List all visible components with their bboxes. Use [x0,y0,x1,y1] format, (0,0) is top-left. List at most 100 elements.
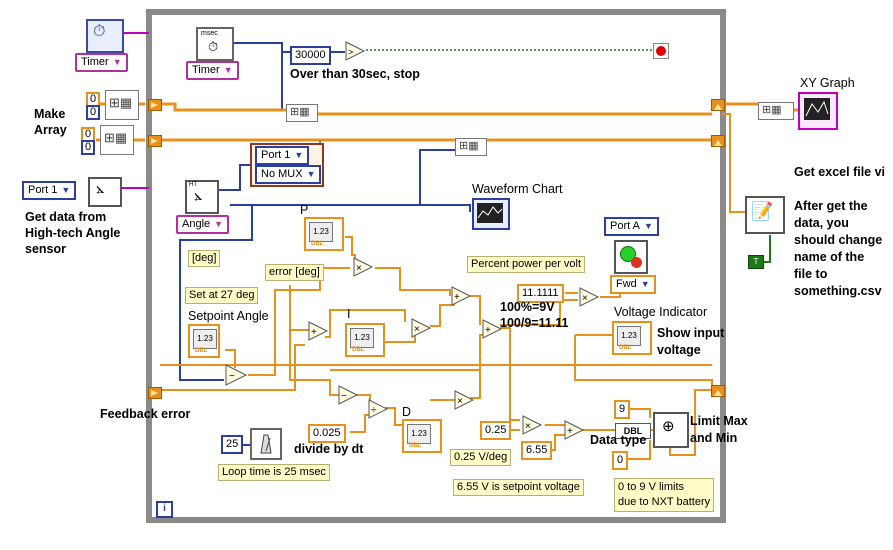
svg-text:−: − [341,391,347,402]
timer-enum-a-label: Timer [81,56,109,68]
add-icon: + [308,321,329,341]
svg-text:+: + [567,426,573,437]
constant-6-55-value: 6.55 [526,444,548,456]
get-excel-label: Get excel file vi [794,165,886,179]
data-type-label: Data type [590,433,647,447]
d-label: D [402,405,412,419]
multiply-icon: × [353,257,374,277]
shift-register-right-bottom [711,385,725,397]
svg-text:+: + [485,325,491,336]
angle-enum[interactable]: Angle▼ [176,215,230,234]
xy-graph-label: XY Graph [800,76,855,90]
i-label: I [347,307,351,321]
divide-icon: ÷ [368,399,389,419]
get-data-label: Get data from High-tech Angle sensor [25,210,121,256]
over-30-label: Over than 30sec, stop [290,67,420,81]
build-array-icon: ⊞▦ [286,104,318,122]
shift-register-left-mid [148,135,162,147]
timer-enum-b[interactable]: Timer▼ [186,61,239,80]
add-icon: + [564,420,585,440]
mux-enum-label: No MUX [261,168,303,180]
svg-text:+: + [311,327,317,338]
motor-icon [614,240,648,274]
port-enum-b[interactable]: Port 1▼ [255,146,310,165]
zero-constant-b-value: 0 [90,106,97,118]
xy-graph-icon[interactable] [798,92,838,130]
subtract-icon: − [225,364,248,386]
nine-constant[interactable]: 9 [614,400,631,419]
deg-note: [deg] [188,250,221,267]
angle-sensor-icon: ⦛ [88,177,122,207]
constant-30000[interactable]: 30000 [290,46,331,65]
greater-than-icon: > [345,41,366,61]
nine-constant-value: 9 [619,403,626,415]
nxt-limits-note: 0 to 9 V limits due to NXT battery [614,478,715,512]
multiply-icon: × [579,287,600,307]
port-a-enum[interactable]: Port A▼ [604,217,659,236]
multiply-icon: × [411,318,432,338]
zero-min-constant[interactable]: 0 [612,451,629,470]
while-loop-frame [146,9,726,523]
subtract-icon: − [338,385,359,405]
loop-time-constant[interactable]: 25 [221,435,244,454]
svg-text:×: × [525,421,531,432]
svg-text:×: × [582,293,588,304]
port-enum[interactable]: Port 1▼ [22,181,77,200]
div-100-9-label: 100/9=11.11 [500,316,569,330]
build-array-icon: ⊞▦ [758,102,794,120]
set-at-27-note: Set at 27 deg [185,287,259,304]
build-array-icon: ⊞▦ [105,90,139,120]
dt-constant-value: 0.025 [313,427,341,439]
svg-text:÷: ÷ [371,405,377,416]
multiply-icon: × [454,390,475,410]
percent-power-note: Percent power per volt [467,256,586,273]
stop-sign-icon[interactable] [653,43,669,59]
limit-max-min-label: Limit Max and Min [690,414,748,445]
build-array-icon: ⊞▦ [455,138,487,156]
constant-6-55[interactable]: 6.55 [521,441,553,460]
voltage-indicator-label: Voltage Indicator [614,305,708,319]
after-get-label: After get the data, you should change na… [794,199,883,298]
zero-constant-a-value: 0 [90,93,97,105]
svg-text:×: × [414,324,420,335]
shift-register-right-mid [711,135,725,147]
mux-enum[interactable]: No MUX▼ [255,165,322,184]
fwd-enum[interactable]: Fwd▼ [610,275,656,294]
p-label: P [300,203,309,217]
in-range-coerce-icon: ⊕ [653,412,689,448]
true-constant[interactable]: T [748,255,764,269]
waveform-chart-icon[interactable] [472,198,510,230]
stopwatch-icon: ⏱ [86,19,124,53]
add-icon: + [482,319,503,339]
timer-enum-a[interactable]: Timer▼ [75,53,128,72]
fwd-enum-label: Fwd [616,278,637,290]
loop-time-note: Loop time is 25 msec [218,464,330,481]
zero-constant-b[interactable]: 0 [86,105,101,120]
msec-label: msec [201,30,218,37]
dt-constant[interactable]: 0.025 [308,424,346,443]
zero-constant-d-value: 0 [85,141,92,153]
svg-text:×: × [457,396,463,407]
svg-text:+: + [454,292,460,303]
loop-time-constant-value: 25 [226,438,239,450]
zero-constant-a[interactable]: 0 [86,92,101,107]
write-spreadsheet-icon[interactable]: 📝 [745,196,785,234]
setpoint-angle-label: Setpoint Angle [188,309,269,323]
true-constant-label: T [753,257,759,266]
constant-30000-value: 30000 [295,49,326,61]
constant-0-25[interactable]: 0.25 [480,421,512,440]
iteration-terminal: i [156,501,173,518]
multiply-icon: × [522,415,543,435]
metronome-icon [250,428,282,460]
add-icon: + [451,286,472,306]
constant-11-1111[interactable]: 11.1111 [517,284,564,303]
zero-constant-d[interactable]: 0 [81,140,96,155]
build-array-icon: ⊞▦ [100,125,134,155]
ht-angle-vi: HT ⦛ [185,180,219,214]
constant-11-1111-value: 11.1111 [522,287,559,299]
